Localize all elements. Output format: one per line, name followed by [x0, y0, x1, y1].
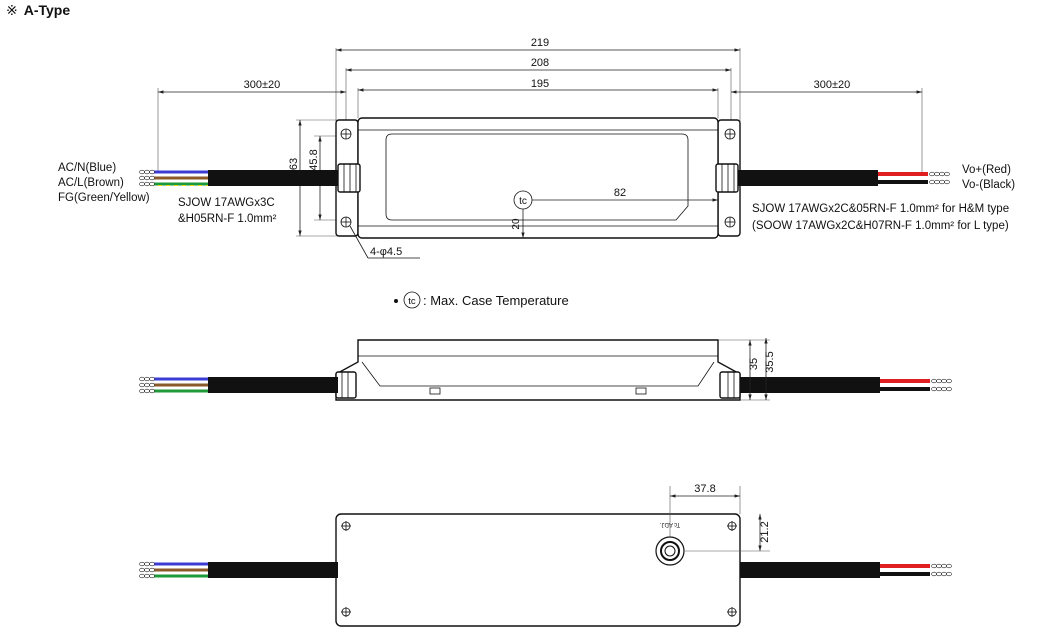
dim-cable-left: 300±20: [244, 79, 281, 91]
label-vo-minus: Vo-(Black): [962, 179, 1015, 191]
dim-mount-width: 45.8: [308, 149, 320, 170]
label-vo-plus: Vo+(Red): [962, 164, 1011, 176]
mount-hole-tr: [724, 128, 736, 140]
top-view: 219 208 195 300±20 300±20 63 45.8: [58, 37, 1015, 259]
label-ac-n: AC/N(Blue): [58, 162, 116, 174]
dim-case-length: 195: [531, 78, 549, 90]
dim-mount-spacing: 208: [531, 57, 549, 69]
dim-overall-length: 219: [531, 37, 549, 49]
side-view: 35 35.5: [139, 338, 952, 401]
dim-tc-y: 20: [511, 218, 522, 230]
output-cable: [738, 170, 878, 186]
adjust-knob-icon: [655, 536, 685, 566]
tc-legend: tc : Max. Case Temperature: [394, 291, 569, 309]
label-input-cable-1: SJOW 17AWGx3C: [178, 197, 275, 209]
dim-width: 63: [288, 158, 300, 170]
mount-hole-br: [724, 216, 736, 228]
tc-point-label: tc: [519, 196, 527, 207]
tc-legend-symbol: tc: [408, 296, 416, 307]
tc-legend-text: : Max. Case Temperature: [423, 293, 569, 308]
input-cable: [208, 170, 338, 186]
dim-label-offset-x: 37.8: [694, 483, 715, 495]
label-output-cable-2: (SOOW 17AWGx2C&H07RN-F 1.0mm² for L type…: [752, 220, 1009, 232]
section-title-text: A-Type: [23, 2, 71, 18]
dim-height-total: 35.5: [764, 351, 776, 372]
mount-hole-bl: [340, 216, 352, 228]
section-title: ※ A-Type: [6, 2, 70, 19]
label-ac-l: AC/L(Brown): [58, 177, 124, 189]
dim-height-body: 35: [748, 358, 760, 370]
dim-holes: 4-φ4.5: [370, 246, 402, 258]
output-wires: [878, 171, 950, 185]
mount-hole-tl: [340, 128, 352, 140]
label-output-cable-1: SJOW 17AWGx2C&05RN-F 1.0mm² for H&M type: [752, 203, 1009, 215]
label-input-cable-2: &H05RN-F 1.0mm²: [178, 213, 277, 225]
input-wires: [139, 169, 208, 187]
dim-cable-right: 300±20: [814, 79, 851, 91]
label-fg: FG(Green/Yellow): [58, 192, 150, 204]
dim-tc-x: 82: [614, 187, 626, 199]
dim-label-offset-y: 21.2: [759, 521, 771, 542]
bottom-view: Tc ADJ. 37.8 21.2: [139, 483, 952, 627]
note-mark: ※: [6, 2, 18, 18]
